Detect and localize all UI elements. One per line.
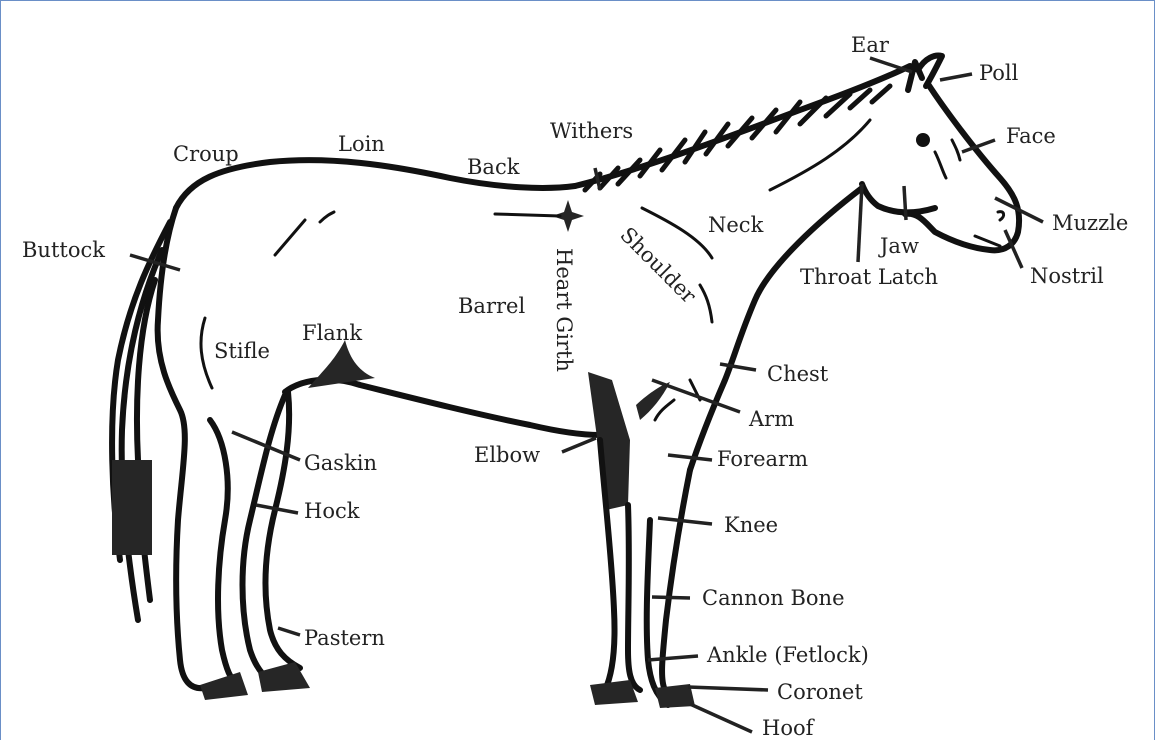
horse-elbow-shadow <box>588 372 630 510</box>
horse-front-leg-far-back <box>628 505 640 690</box>
horse-nostril <box>998 212 1004 220</box>
horse-stifle-line <box>201 318 212 388</box>
label-withers: Withers <box>550 119 633 143</box>
horse-chest-marks <box>636 382 670 420</box>
label-hock: Hock <box>304 499 360 523</box>
horse-back-line <box>495 214 560 216</box>
horse-hind-hoof-near <box>200 672 248 700</box>
chest-pointer <box>720 364 756 370</box>
pastern-pointer <box>278 628 300 635</box>
horse-barrel-marks <box>275 212 334 255</box>
label-coronet: Coronet <box>777 680 863 704</box>
label-chest: Chest <box>767 362 829 386</box>
label-throat-latch: Throat Latch <box>800 265 938 289</box>
cannon-bone-pointer <box>652 597 690 598</box>
knee-pointer <box>658 518 712 524</box>
horse-illustration <box>112 56 1019 708</box>
horse-front-hoof-far <box>590 680 638 705</box>
ankle-pointer <box>648 656 698 660</box>
horse-hind-leg-near <box>210 420 240 688</box>
forearm-pointer <box>668 455 712 460</box>
elbow-pointer <box>562 438 596 452</box>
label-knee: Knee <box>724 513 778 537</box>
horse-belly <box>285 380 600 435</box>
label-flank: Flank <box>302 321 362 345</box>
pointer-lines <box>130 58 1043 732</box>
label-poll: Poll <box>979 61 1019 85</box>
label-loin: Loin <box>338 132 385 156</box>
label-face: Face <box>1006 124 1056 148</box>
horse-eye <box>916 133 930 147</box>
coronet-pointer <box>688 687 768 690</box>
horse-face-profile <box>905 84 1019 250</box>
label-forearm: Forearm <box>717 447 808 471</box>
hoof-pointer <box>690 704 752 732</box>
label-elbow: Elbow <box>474 443 540 467</box>
label-muzzle: Muzzle <box>1052 211 1128 235</box>
label-buttock: Buttock <box>22 238 105 262</box>
label-ankle: Ankle (Fetlock) <box>706 643 869 667</box>
withers-pointer <box>595 168 600 190</box>
label-stifle: Stifle <box>214 339 270 363</box>
label-barrel: Barrel <box>458 294 525 318</box>
horse-jaw <box>862 184 935 212</box>
poll-pointer <box>940 74 972 80</box>
horse-rear <box>158 208 205 688</box>
label-cannon-bone: Cannon Bone <box>702 586 845 610</box>
horse-mouth <box>975 236 1000 246</box>
label-neck: Neck <box>708 213 764 237</box>
label-gaskin: Gaskin <box>304 451 377 475</box>
jaw-pointer <box>904 186 906 220</box>
label-back: Back <box>467 155 520 179</box>
label-arm: Arm <box>748 407 794 431</box>
label-croup: Croup <box>173 142 239 166</box>
horse-flank-fold <box>308 340 375 388</box>
label-ear: Ear <box>851 33 890 57</box>
labels: Ear Poll Face Muzzle Nostril Jaw Throat … <box>22 33 1128 740</box>
label-jaw: Jaw <box>878 234 919 258</box>
horse-face-marks <box>935 140 960 178</box>
label-nostril: Nostril <box>1030 264 1104 288</box>
horse-shoulder-mark <box>700 285 712 322</box>
label-pastern: Pastern <box>304 626 385 650</box>
horse-neck-shading <box>642 120 870 258</box>
label-hoof: Hoof <box>762 716 816 740</box>
label-heart-girth: Heart Girth <box>552 248 576 372</box>
throat-latch-pointer <box>858 184 862 262</box>
horse-ears <box>908 56 942 90</box>
